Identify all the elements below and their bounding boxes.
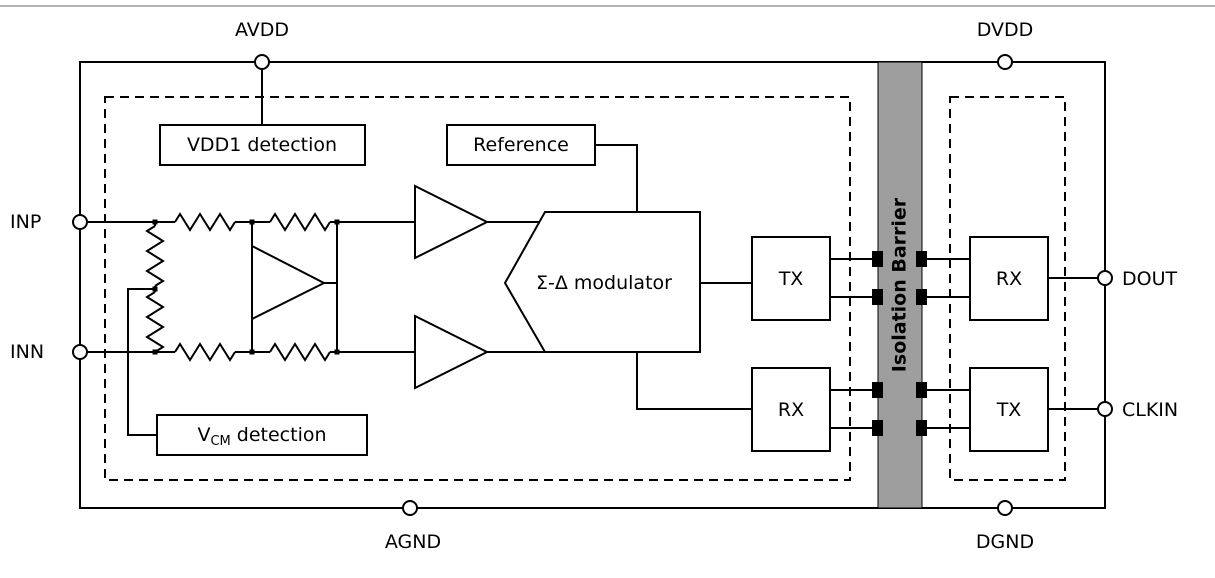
modulator-rx-wire [636, 352, 752, 410]
junction-dot [152, 219, 158, 225]
vcm-detection-box [156, 414, 368, 456]
rx-analog-box [751, 367, 831, 452]
dgnd-pin-terminal [997, 500, 1013, 516]
isolation-barrier-bar [877, 61, 923, 509]
vdd1-detection-box [159, 124, 366, 166]
tx-analog-box [751, 236, 831, 321]
resistor-inn-1 [174, 342, 236, 362]
resistor-inp-2 [269, 212, 331, 232]
vcm-label-subscript: CM [210, 434, 230, 449]
common-mode-amp-triangle [251, 244, 327, 321]
inn-pin-terminal [72, 344, 88, 360]
inp-pin-terminal [72, 214, 88, 230]
pin-terminals [72, 54, 1113, 516]
iso-cap-mark [872, 251, 883, 267]
input-amp-top-triangle [414, 184, 490, 260]
analog-domain-dashed-box [104, 96, 851, 481]
dgnd-pin-label: DGND [976, 531, 1034, 553]
sigma-delta-modulator-label: Σ-Δ modulator [536, 272, 672, 294]
input-amp-bottom-triangle [414, 314, 490, 390]
iso-cap-mark [916, 251, 927, 267]
resistor-inn-2 [269, 342, 331, 362]
clkin-pin-label: CLKIN [1122, 399, 1178, 421]
resistor-inp-1 [174, 212, 236, 232]
vcm-label-rest: detection [231, 424, 327, 446]
rx-digital-label: RX [996, 268, 1022, 290]
tx-digital-label: TX [996, 399, 1022, 421]
dvdd-pin-label: DVDD [977, 19, 1034, 41]
vcm-tap-wire [127, 288, 157, 436]
digital-domain-dashed-box [949, 96, 1066, 481]
reference-box [446, 124, 596, 166]
iso-cap-mark [916, 420, 927, 436]
iso-cap-mark [916, 289, 927, 305]
iso-cap-mark [872, 420, 883, 436]
rx-analog-label: RX [778, 399, 804, 421]
iso-cap-mark [872, 382, 883, 398]
tx-digital-box [969, 367, 1049, 452]
junction-dot [249, 349, 255, 355]
clkin-pin-terminal [1097, 401, 1113, 417]
rx-digital-box [969, 236, 1049, 321]
resistor-divider-2 [145, 291, 165, 353]
junction-dot [152, 286, 158, 292]
dout-pin-terminal [1097, 270, 1113, 286]
resistor-divider-1 [145, 225, 165, 287]
dvdd-pin-terminal [997, 54, 1013, 70]
vcm-label-main: V [197, 424, 210, 446]
tx-analog-label: TX [778, 268, 804, 290]
sigma-delta-modulator-shape [503, 211, 701, 353]
reference-label: Reference [473, 134, 569, 156]
iso-cap-mark [872, 289, 883, 305]
vdd1-detection-label: VDD1 detection [187, 134, 337, 156]
vcm-detection-label: VCM detection [197, 424, 326, 449]
agnd-pin-terminal [402, 500, 418, 516]
junction-dots [152, 219, 340, 355]
iso-cap-mark [916, 382, 927, 398]
junction-dot [334, 349, 340, 355]
agnd-pin-label: AGND [385, 531, 441, 553]
isolation-barrier-label: Isolation Barrier [889, 197, 911, 372]
junction-dot [249, 219, 255, 225]
inp-pin-label: INP [10, 211, 41, 233]
avdd-pin-label: AVDD [235, 19, 289, 41]
reference-wire [595, 144, 638, 212]
junction-dot [334, 219, 340, 225]
inn-pin-label: INN [10, 341, 44, 363]
isolation-cap-marks [872, 251, 927, 436]
avdd-pin-terminal [254, 54, 270, 70]
junction-dot [152, 349, 158, 355]
dout-pin-label: DOUT [1122, 268, 1177, 290]
